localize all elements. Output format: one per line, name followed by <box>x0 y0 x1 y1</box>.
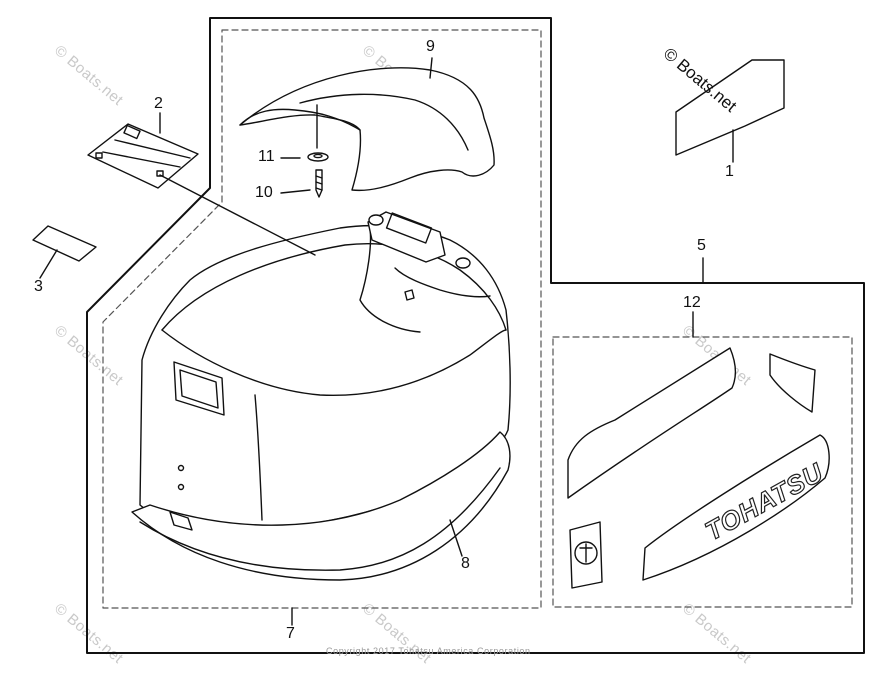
part-3-decal <box>32 225 97 262</box>
callout-2: 2 <box>154 95 163 112</box>
callout-3: 3 <box>34 278 43 295</box>
callout-10: 10 <box>255 184 273 201</box>
callout-9: 9 <box>426 38 435 55</box>
bottom-seal <box>131 431 511 581</box>
part-9-handle <box>239 67 495 192</box>
callout-11: 11 <box>258 148 275 165</box>
callout-5: 5 <box>697 237 706 254</box>
cover-dashed-box <box>102 29 542 609</box>
callout-12: 12 <box>683 294 701 311</box>
decal-kit-dashed-box <box>552 336 853 608</box>
decal-small <box>769 353 816 413</box>
assembly-frame <box>86 17 865 654</box>
copyright-text: Copyright 2017 Tohatsu America Corporati… <box>326 646 531 656</box>
decal-upper <box>567 347 737 499</box>
decal-brand <box>642 434 830 581</box>
callout-7: 7 <box>286 625 295 642</box>
side-vent <box>173 361 225 416</box>
callout-1: 1 <box>725 163 734 180</box>
callout-8: 8 <box>461 555 470 572</box>
part-1-decal <box>675 59 785 156</box>
